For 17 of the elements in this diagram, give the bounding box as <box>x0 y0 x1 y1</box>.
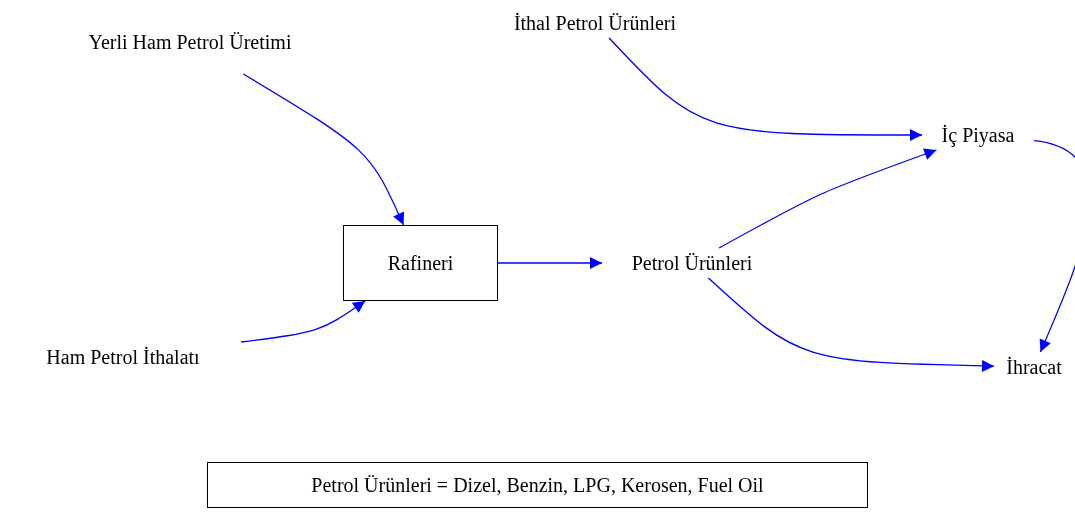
box-label: Rafineri <box>387 250 454 276</box>
note-box <box>207 462 868 508</box>
node-label: İthal Petrol Ürünleri <box>465 8 725 38</box>
arrow <box>242 73 405 226</box>
box-label: Petrol Ürünleri = Dizel, Benzin, LPG, Kerosen, Fuel Oil <box>311 472 764 498</box>
arrow <box>1033 139 1075 353</box>
node-label: Ham Petrol İthalatı <box>4 342 242 372</box>
arrow <box>497 257 603 269</box>
arrow <box>240 300 366 343</box>
node-label: Yerli Ham Petrol Üretimi <box>80 10 300 74</box>
arrow <box>718 148 938 249</box>
arrow <box>707 277 995 372</box>
process-box <box>343 225 498 301</box>
node-label: İhracat <box>994 352 1074 382</box>
arrow <box>608 37 923 141</box>
node-label: Petrol Ürünleri <box>602 248 782 278</box>
node-label: İç Piyasa <box>922 120 1034 150</box>
